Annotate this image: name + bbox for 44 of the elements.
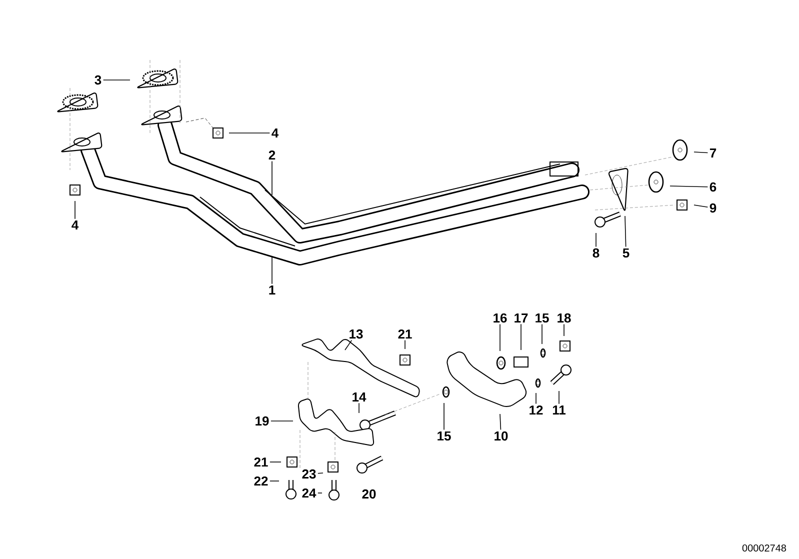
leader-line — [228, 132, 270, 134]
callout-number: 22 — [254, 476, 268, 486]
callout-number: 10 — [494, 431, 508, 441]
callout-number: 15 — [536, 313, 549, 323]
leader-line — [74, 200, 76, 220]
callout-number: 16 — [494, 313, 507, 323]
leader-line — [270, 480, 280, 482]
leader-line — [270, 420, 294, 422]
leader-line — [694, 204, 708, 208]
leader-line — [404, 340, 406, 350]
callout-number: 20 — [362, 489, 376, 499]
callout-number: 23 — [302, 469, 316, 479]
callout-number: 19 — [256, 416, 269, 426]
callout-number: 11 — [552, 406, 566, 414]
callout-number: 5 — [622, 248, 630, 258]
leader-line — [558, 390, 560, 404]
callout-number: 18 — [558, 313, 571, 323]
leader-line — [318, 472, 324, 474]
callout-number: 21 — [398, 329, 412, 339]
callout-number: 14 — [352, 392, 366, 402]
callout-number: 4 — [272, 128, 279, 138]
callout-number: 6 — [710, 182, 716, 192]
callout-number: 24 — [302, 488, 316, 498]
callout-number: 13 — [350, 329, 363, 339]
leader-line — [624, 216, 626, 248]
leader-line — [344, 340, 352, 350]
callout-number: 3 — [94, 75, 102, 85]
callout-number: 2 — [268, 150, 276, 160]
callout-number: 12 — [530, 405, 543, 415]
callout-number: 15 — [438, 431, 451, 441]
diagram-number: 00002748 — [742, 544, 786, 552]
leader-line — [358, 402, 360, 414]
callout-number: 9 — [710, 203, 716, 213]
callout-number: 1 — [269, 286, 276, 294]
leader-line — [520, 324, 522, 350]
leader-line — [318, 492, 322, 494]
callout-number: 4 — [72, 220, 79, 230]
callout-number: 21 — [254, 457, 268, 467]
leader-line — [670, 186, 708, 188]
callout-number: 17 — [514, 314, 528, 322]
leader-line — [500, 414, 502, 430]
leader-line — [694, 152, 708, 154]
callout-number: 8 — [592, 248, 600, 258]
callout-number: 7 — [710, 148, 716, 158]
